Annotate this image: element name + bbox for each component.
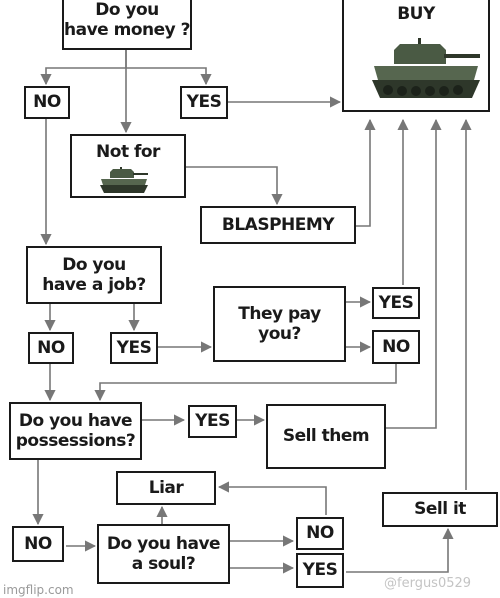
node-label: Liar	[148, 477, 184, 498]
node-label: Do you have a job?	[42, 254, 146, 295]
node-yes-soul: YES	[296, 553, 344, 588]
node-label: Sell it	[414, 499, 466, 520]
arrow-payno-to-possessions	[94, 364, 397, 402]
node-yes-pay: YES	[372, 287, 420, 319]
node-they-pay: They pay you?	[213, 286, 346, 362]
node-liar: Liar	[116, 471, 216, 505]
node-label: Sell them	[282, 426, 370, 447]
node-not-for: Not for	[70, 134, 186, 198]
node-blasphemy: BLASPHEMY	[200, 206, 356, 244]
node-no-pay: NO	[372, 330, 420, 364]
arrow-blasphemy-to-buy	[356, 118, 376, 227]
node-yes-job: YES	[110, 332, 158, 364]
node-yes-possessions: YES	[188, 405, 237, 438]
node-label: YES	[378, 292, 414, 313]
node-label: NO	[382, 336, 410, 357]
node-have-job: Do you have a job?	[26, 246, 162, 304]
node-label: NO	[37, 337, 65, 358]
node-no-job: NO	[28, 332, 74, 364]
node-label: NO	[306, 523, 334, 544]
node-have-money: Do you have money ?	[62, 0, 192, 50]
user-watermark: @fergus0529	[384, 576, 472, 591]
node-yes-money: YES	[180, 86, 228, 119]
node-no-money: NO	[24, 86, 70, 119]
node-have-soul: Do you have a soul?	[97, 524, 230, 584]
arrow-no-to-liar	[217, 481, 327, 515]
node-label: Do you have a soul?	[106, 533, 221, 574]
tank-image-large	[372, 38, 480, 98]
node-label: Not for	[96, 142, 160, 162]
node-label: YES	[302, 560, 338, 581]
node-sell-it: Sell it	[382, 492, 498, 527]
node-label: BUY	[397, 4, 435, 24]
node-label: They pay you?	[238, 303, 321, 344]
arrow-notfor-to-blasphemy	[186, 166, 283, 206]
node-label: YES	[186, 92, 222, 113]
tank-image-small	[100, 167, 148, 193]
node-label: BLASPHEMY	[221, 214, 335, 235]
arrow-sellthem-to-buy	[386, 118, 442, 429]
node-label: NO	[24, 533, 52, 554]
node-sell-them: Sell them	[266, 404, 386, 469]
node-label: Do you have possessions?	[15, 410, 136, 451]
arrow-money-to-no	[40, 50, 127, 86]
node-label: YES	[116, 337, 152, 358]
node-label: YES	[195, 411, 230, 432]
node-label: Do you have money ?	[64, 0, 191, 40]
node-no-soul: NO	[296, 517, 344, 550]
node-no-possessions: NO	[12, 526, 64, 562]
node-possessions: Do you have possessions?	[9, 402, 142, 460]
arrow-yes-to-sellit	[346, 527, 454, 573]
imgflip-watermark: imgflip.com	[3, 583, 74, 597]
arrow-money-to-yes	[126, 67, 212, 86]
node-label: NO	[33, 92, 61, 113]
